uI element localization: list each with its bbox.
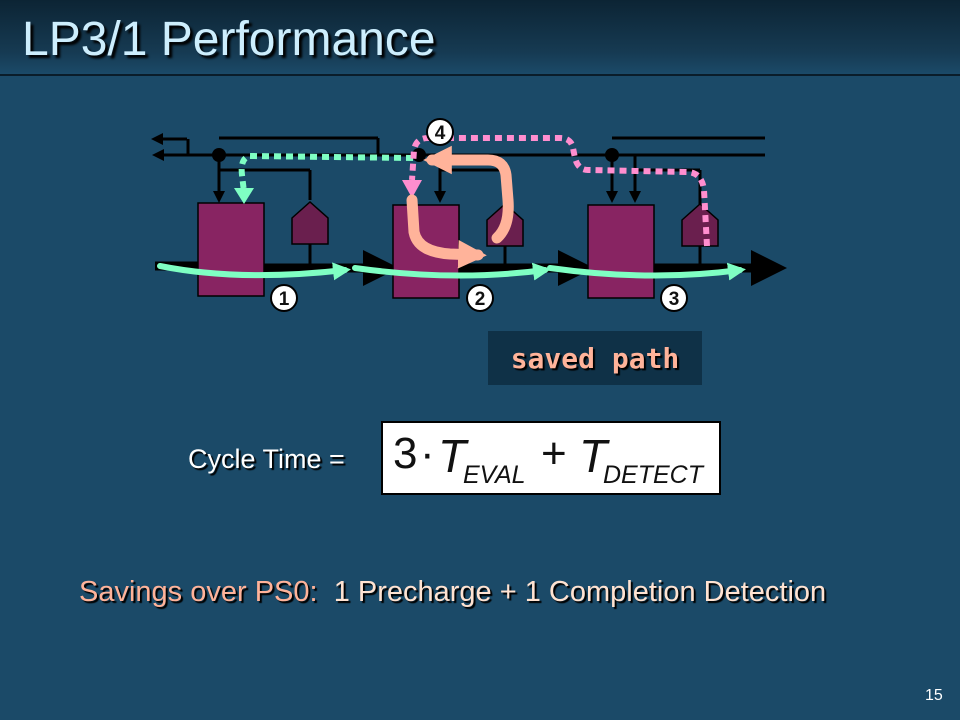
stage-badge-1: 1	[270, 284, 298, 312]
junction-dot	[605, 148, 619, 162]
ack-path-green	[238, 152, 414, 193]
junction-dot	[212, 148, 226, 162]
ack-arrow-green	[234, 188, 254, 204]
formula-coefficient: 3	[393, 429, 418, 478]
formula-term-detect: T	[579, 430, 608, 482]
formula-dot: ·	[420, 429, 435, 478]
savings-detail: 1 Precharge + 1 Completion Detection	[333, 576, 827, 608]
stage-badge-3: 3	[660, 284, 688, 312]
savings-line: Savings over PS0: 1 Precharge + 1 Comple…	[79, 576, 826, 609]
svg-text:1: 1	[279, 289, 290, 310]
saved-path-label: saved path	[510, 341, 680, 375]
completion-detector-3	[681, 202, 719, 247]
ack-path-pink	[409, 135, 710, 247]
completion-detector-1	[291, 200, 329, 245]
svg-text:4: 4	[435, 123, 446, 144]
saved-path-drop	[406, 194, 487, 269]
formula-subscript-detect: DETECT	[603, 461, 703, 489]
svg-text:2: 2	[475, 289, 486, 310]
formula-term-eval: T	[438, 430, 467, 482]
saved-path-loop	[423, 145, 514, 244]
cycle-time-label: Cycle Time =	[188, 444, 345, 474]
step-badge-4: 4	[426, 118, 454, 146]
ack-arrow-pink	[402, 180, 422, 198]
saved-path-box: saved path	[488, 331, 702, 385]
formula-subscript-eval: EVAL	[463, 461, 526, 489]
title-bar: LP3/1 Performance	[0, 0, 960, 76]
savings-lead: Savings over PS0:	[79, 576, 318, 608]
stage-badge-2: 2	[466, 284, 494, 312]
page-title: LP3/1 Performance	[22, 13, 436, 66]
stage-block-1	[197, 202, 265, 297]
formula-plus: +	[541, 429, 567, 478]
page-number: 15	[925, 687, 943, 704]
forward-path	[157, 262, 746, 281]
cycle-time-formula: 3 · T EVAL + T DETECT	[381, 421, 721, 495]
stage-block-3	[587, 204, 655, 299]
svg-text:3: 3	[669, 289, 680, 310]
